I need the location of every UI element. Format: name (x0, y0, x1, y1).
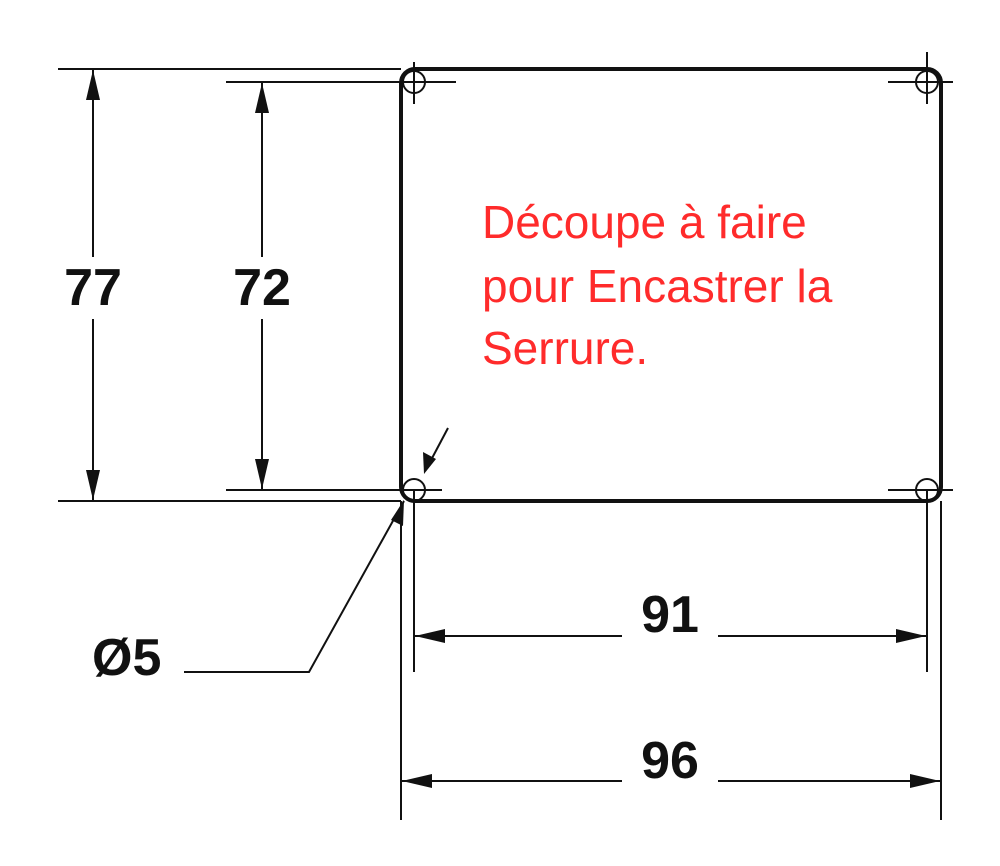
dimension-height-outer: 77 (52, 69, 134, 501)
cutout-note: Découpe à faire pour Encastrer la Serrur… (482, 196, 833, 374)
label-height-outer: 77 (64, 259, 122, 317)
label-height-inner: 72 (233, 259, 291, 317)
label-width-outer: 96 (641, 732, 699, 790)
cutout-outline (399, 67, 943, 503)
dimension-width-outer: 96 (401, 730, 941, 790)
dimension-width-inner: 91 (414, 586, 927, 646)
note-line-3: Serrure. (482, 322, 648, 374)
note-line-1: Découpe à faire (482, 196, 807, 248)
note-line-2: pour Encastrer la (482, 260, 833, 312)
extension-lines (58, 68, 942, 820)
label-width-inner: 91 (641, 586, 699, 644)
dimension-height-inner: 72 (220, 82, 304, 490)
dimension-hole-diameter: Ø5 (92, 427, 449, 687)
label-hole-diameter: Ø5 (92, 629, 161, 687)
